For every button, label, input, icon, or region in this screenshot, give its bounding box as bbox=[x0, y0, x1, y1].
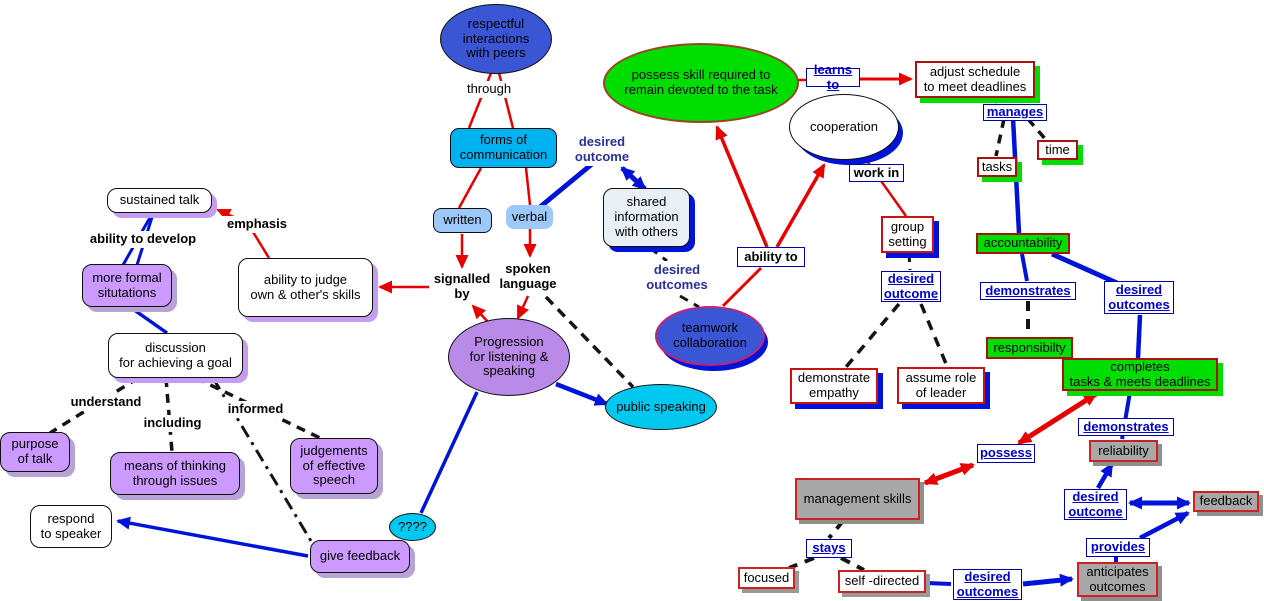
node-group-setting[interactable]: group setting bbox=[881, 216, 934, 253]
edge-18 bbox=[516, 295, 530, 320]
node-shared-information[interactable]: shared information with others bbox=[603, 188, 690, 247]
label-ability-to-develop[interactable]: ability to develop bbox=[84, 231, 202, 248]
edge-51 bbox=[788, 556, 815, 570]
edge-41 bbox=[844, 302, 901, 369]
label-including[interactable]: including bbox=[140, 415, 205, 432]
node-possess-skill[interactable]: possess skill required to remain devoted… bbox=[603, 43, 799, 123]
edge-19 bbox=[538, 162, 594, 209]
edge-34 bbox=[1026, 117, 1049, 143]
node-time[interactable]: time bbox=[1037, 140, 1078, 160]
edge-23 bbox=[544, 295, 635, 389]
edge-40 bbox=[907, 252, 912, 271]
node-means-of-thinking[interactable]: means of thinking through issues bbox=[110, 452, 240, 495]
edge-25 bbox=[419, 391, 479, 514]
edge-52 bbox=[840, 556, 865, 572]
edge-24 bbox=[555, 381, 609, 407]
node-demonstrate-empathy[interactable]: demonstrate empathy bbox=[790, 368, 878, 404]
node-assume-role-of-leader[interactable]: assume role of leader bbox=[897, 367, 985, 404]
node-reliability[interactable]: reliability bbox=[1089, 440, 1158, 462]
edge-2 bbox=[128, 305, 169, 335]
node-completes-tasks[interactable]: completes tasks & meets deadlines bbox=[1062, 358, 1218, 391]
edge-9 bbox=[251, 231, 271, 259]
node-tasks[interactable]: tasks bbox=[977, 157, 1017, 177]
edge-27 bbox=[715, 125, 769, 248]
node-feedback[interactable]: feedback bbox=[1193, 491, 1259, 512]
edge-26 bbox=[721, 266, 763, 308]
node-teamwork-collaboration[interactable]: teamwork collaboration bbox=[655, 306, 765, 366]
label-desired-outcome-group[interactable]: desired outcome bbox=[881, 271, 941, 302]
edge-14 bbox=[524, 167, 532, 206]
edge-20 bbox=[620, 166, 647, 191]
node-cooperation[interactable]: cooperation bbox=[789, 94, 899, 160]
node-discussion-for-goal[interactable]: discussion for achieving a goal bbox=[108, 333, 243, 378]
edge-33 bbox=[994, 118, 1006, 157]
label-through[interactable]: through bbox=[460, 81, 518, 98]
label-emphasis[interactable]: emphasis bbox=[222, 216, 292, 233]
label-desired-outcomes-1[interactable]: desired outcomes bbox=[1104, 281, 1174, 314]
node-written[interactable]: written bbox=[433, 208, 492, 233]
node-self-directed[interactable]: self -directed bbox=[838, 570, 926, 593]
edge-48 bbox=[1017, 391, 1098, 446]
label-provides[interactable]: provides bbox=[1086, 538, 1150, 557]
node-give-feedback[interactable]: give feedback bbox=[310, 540, 410, 573]
node-respond-to-speaker[interactable]: respond to speaker bbox=[30, 505, 112, 548]
edge-46 bbox=[1138, 511, 1190, 540]
label-spoken-language[interactable]: spoken language bbox=[494, 260, 562, 294]
edge-36 bbox=[1020, 253, 1029, 282]
label-signalled-by[interactable]: signalled by bbox=[430, 270, 494, 303]
node-more-formal-situtations[interactable]: more formal situtations bbox=[82, 264, 172, 307]
edge-53 bbox=[926, 581, 952, 586]
label-informed[interactable]: informed bbox=[223, 401, 288, 418]
label-manages[interactable]: manages bbox=[983, 104, 1047, 121]
node-judgements-speech[interactable]: judgements of effective speech bbox=[290, 438, 378, 494]
node-anticipates-outcomes[interactable]: anticipates outcomes bbox=[1077, 562, 1158, 597]
node-purpose-of-talk[interactable]: purpose of talk bbox=[0, 432, 70, 472]
label-demonstrates-2[interactable]: demonstrates bbox=[1078, 418, 1174, 436]
label-demonstrates-1[interactable]: demonstrates bbox=[980, 282, 1076, 300]
edge-49 bbox=[923, 462, 975, 486]
node-question-marks[interactable]: ???? bbox=[389, 513, 436, 541]
edge-37 bbox=[1050, 251, 1119, 286]
node-responsibilty[interactable]: responsibilty bbox=[986, 337, 1073, 359]
label-understand[interactable]: understand bbox=[66, 394, 146, 411]
node-progression-listening-speaking[interactable]: Progression for listening & speaking bbox=[448, 318, 570, 396]
edge-22 bbox=[679, 294, 700, 309]
label-work-in[interactable]: work in bbox=[849, 164, 904, 182]
label-desired-outcomes-3[interactable]: desired outcomes bbox=[953, 569, 1022, 600]
label-ability-to[interactable]: ability to bbox=[737, 247, 805, 267]
node-adjust-schedule[interactable]: adjust schedule to meet deadlines bbox=[915, 61, 1035, 98]
node-accountability[interactable]: accountability bbox=[976, 233, 1070, 254]
edge-39 bbox=[1135, 314, 1143, 359]
edge-3 bbox=[116, 516, 309, 558]
node-respectful-interactions[interactable]: respectful interactions with peers bbox=[440, 4, 552, 74]
node-forms-of-communication[interactable]: forms of communication bbox=[450, 128, 557, 168]
node-sustained-talk[interactable]: sustained talk bbox=[107, 188, 212, 213]
label-desired-outcome-top[interactable]: desired outcome bbox=[570, 134, 634, 166]
node-public-speaking[interactable]: public speaking bbox=[605, 384, 717, 430]
label-learns-to[interactable]: learns to bbox=[806, 62, 860, 91]
node-management-skills[interactable]: management skills bbox=[795, 478, 920, 520]
label-desired-outcome-2[interactable]: desired outcome bbox=[1064, 489, 1127, 520]
node-ability-to-judge[interactable]: ability to judge own & other's skills bbox=[238, 258, 373, 317]
edge-50 bbox=[827, 519, 845, 540]
edge-21 bbox=[649, 246, 668, 263]
edge-28 bbox=[775, 163, 826, 248]
edge-13 bbox=[457, 167, 483, 209]
label-possess[interactable]: possess bbox=[977, 444, 1035, 463]
edge-54 bbox=[1022, 573, 1074, 587]
edge-42 bbox=[919, 303, 949, 367]
label-stays[interactable]: stays bbox=[806, 539, 852, 558]
node-focused[interactable]: focused bbox=[738, 567, 795, 589]
node-verbal[interactable]: verbal bbox=[506, 205, 553, 229]
edge-44 bbox=[1096, 462, 1114, 490]
label-desired-outcomes-mid[interactable]: desired outcomes bbox=[643, 261, 711, 294]
